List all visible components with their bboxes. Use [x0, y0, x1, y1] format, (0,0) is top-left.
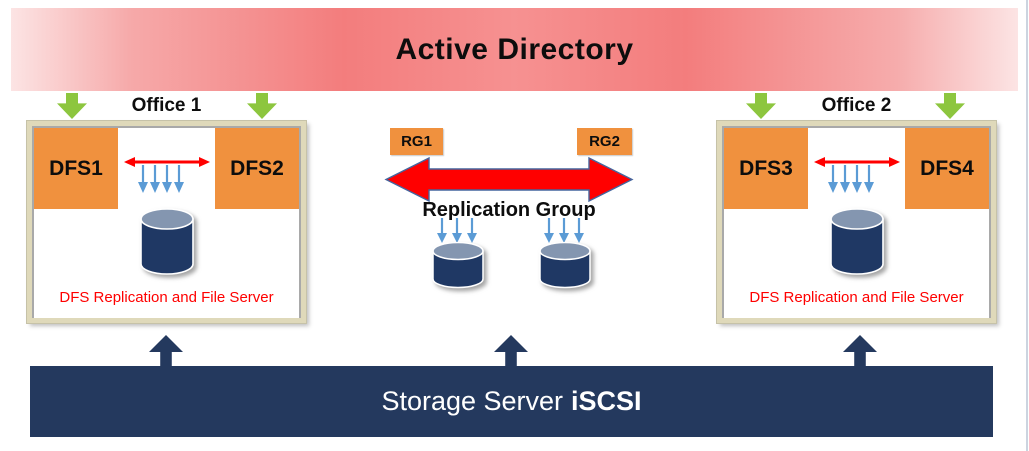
active-directory-title: Active Directory [395, 32, 634, 66]
database-icon [539, 242, 591, 289]
rg2-tag: RG2 [577, 128, 632, 155]
office-2-box: DFS3 DFS4 DFS Replication and File Serve… [716, 120, 997, 324]
down-arrows-icon [544, 218, 584, 243]
replication-sync-arrows-icon [123, 157, 210, 193]
database-icon [139, 208, 194, 275]
office-2-inner: DFS3 DFS4 DFS Replication and File Serve… [722, 126, 991, 318]
office-1-caption: DFS Replication and File Server [59, 289, 274, 306]
dfs4-node: DFS4 [905, 128, 989, 209]
dfs1-node: DFS1 [34, 128, 118, 209]
active-directory-banner: Active Directory [11, 8, 1018, 91]
iscsi-text: iSCSI [571, 386, 642, 416]
replication-group-label: Replication Group [422, 199, 596, 221]
office-1-inner: DFS1 DFS2 DFS Replication and File Serve… [32, 126, 301, 318]
up-arrow-icon [494, 335, 528, 367]
screen-edge-line [1026, 0, 1028, 451]
dfs2-node: DFS2 [215, 128, 299, 209]
office-1-box: DFS1 DFS2 DFS Replication and File Serve… [26, 120, 307, 324]
database-icon [829, 208, 884, 275]
rg1-tag: RG1 [390, 128, 443, 155]
up-arrow-icon [843, 335, 877, 367]
down-arrows-icon [437, 218, 477, 243]
office-1-title: Office 1 [131, 95, 202, 116]
dfs3-node: DFS3 [724, 128, 808, 209]
database-icon [432, 242, 484, 289]
storage-server-text: Storage Server [381, 386, 564, 416]
replication-double-arrow-icon [384, 156, 634, 203]
office-2-caption: DFS Replication and File Server [749, 289, 964, 306]
up-arrow-icon [149, 335, 183, 367]
replication-sync-arrows-icon [813, 157, 900, 193]
office-2-title: Office 2 [821, 95, 892, 116]
